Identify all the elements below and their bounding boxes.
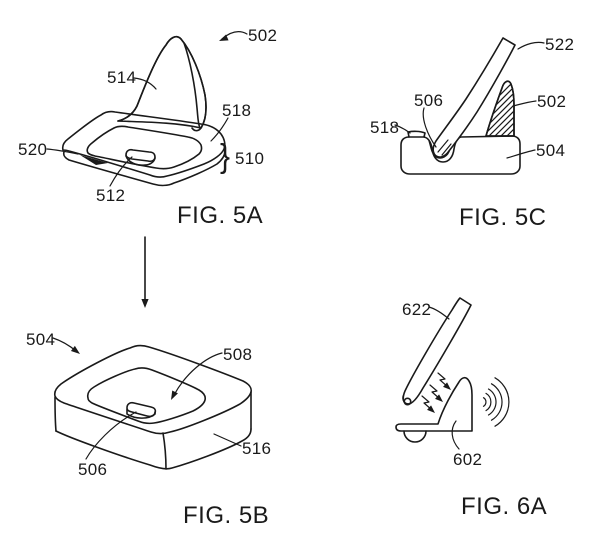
ref-label-516-5b: 516: [242, 439, 272, 458]
leader-516-5b: [213, 433, 242, 447]
recess-inner-wall-5c: [428, 140, 451, 159]
leader-512-5a: [109, 156, 133, 187]
stand-602-6a: [395, 376, 473, 432]
plate-shadow-notch-5a: [80, 155, 108, 165]
stand-fin-edge-5a: [183, 42, 201, 129]
ref-label-502-5c: 502: [537, 92, 567, 111]
ref-label-506-5b: 506: [78, 460, 108, 479]
wedge-hatching-5c: [486, 81, 514, 136]
leader-518-5a: [210, 117, 229, 142]
ref-label-510-5a: 510: [235, 149, 265, 168]
leader-622-6a: [428, 306, 450, 320]
wedge-outline-5c: [485, 80, 515, 137]
leader-514-5a: [133, 77, 157, 90]
connector-tab-lip-5b: [126, 408, 156, 419]
box-recess-5b: [86, 367, 207, 425]
ref-label-518-5c: 518: [370, 118, 400, 137]
base-section-5c: [400, 135, 521, 175]
ref-label-602-6a: 602: [453, 450, 483, 469]
leader-508-5b: [173, 352, 223, 396]
flow-arrow: [141, 236, 149, 308]
box-left-edge-5b: [54, 396, 57, 432]
leader-502-5c: [512, 100, 537, 107]
wireless-signal-icon: [482, 377, 510, 427]
leader-504-5c: [506, 149, 536, 159]
arrowhead-508-5b: [171, 390, 178, 400]
dock-plate-side-5a: [62, 150, 226, 187]
charging-bolt-icon: [429, 384, 443, 402]
fig-6a-drawing: [395, 297, 510, 450]
ref-label-502-5a: 502: [248, 26, 278, 45]
fig-5c-drawing: [394, 37, 545, 175]
ref-label-506-5c: 506: [414, 91, 444, 110]
leader-518-5c: [394, 124, 411, 134]
ref-label-522-5c: 522: [545, 35, 575, 54]
dock-plate-top-5a: [61, 110, 226, 178]
arrowhead-502-5a: [219, 34, 229, 41]
device-tip-contour-6a: [402, 395, 411, 405]
device-522-5c: [432, 37, 516, 158]
connector-tab-lip-5a: [125, 155, 156, 166]
ref-label-504-5b: 504: [26, 330, 56, 349]
leader-522-5c: [517, 41, 545, 50]
box-front-edge-5b: [162, 432, 167, 470]
ref-label-512-5a: 512: [96, 186, 126, 205]
leader-602-6a: [451, 420, 460, 450]
box-top-face-5b: [53, 344, 252, 435]
device-tip-detail2-5c: [441, 143, 452, 156]
leader-520-5a: [46, 148, 79, 155]
connector-tab-5a: [125, 148, 156, 163]
brace-510-5a: }: [220, 137, 231, 175]
fig-5a-drawing: [46, 31, 248, 187]
fig-5b-drawing: [52, 337, 252, 470]
ref-label-520-5a: 520: [18, 140, 48, 159]
charging-bolt-icon: [437, 372, 451, 390]
ref-label-514-5a: 514: [107, 68, 137, 87]
device-tip-detail-5c: [437, 139, 449, 153]
ref-label-504-5c: 504: [536, 141, 566, 160]
charging-bolt-icon: [421, 395, 435, 413]
stand-foot-ball-6a: [403, 430, 427, 443]
ref-label-518-5a: 518: [222, 101, 252, 120]
base-lip-5c: [407, 130, 426, 138]
fig-5b-caption: FIG. 5B: [183, 502, 270, 529]
arrowhead-504-5b: [70, 345, 80, 354]
ref-label-508-5b: 508: [223, 345, 253, 364]
ref-label-622-6a: 622: [402, 300, 432, 319]
leader-506-5b: [85, 411, 137, 460]
fig-5a-caption: FIG. 5A: [177, 202, 264, 229]
flow-arrow-head: [141, 299, 149, 308]
fig-5c-caption: FIG. 5C: [459, 204, 547, 231]
leader-506-5c: [422, 107, 437, 148]
stand-fin-5a: [117, 36, 207, 132]
box-bottom-5b: [55, 428, 252, 470]
fig-6a-caption: FIG. 6A: [461, 493, 548, 520]
